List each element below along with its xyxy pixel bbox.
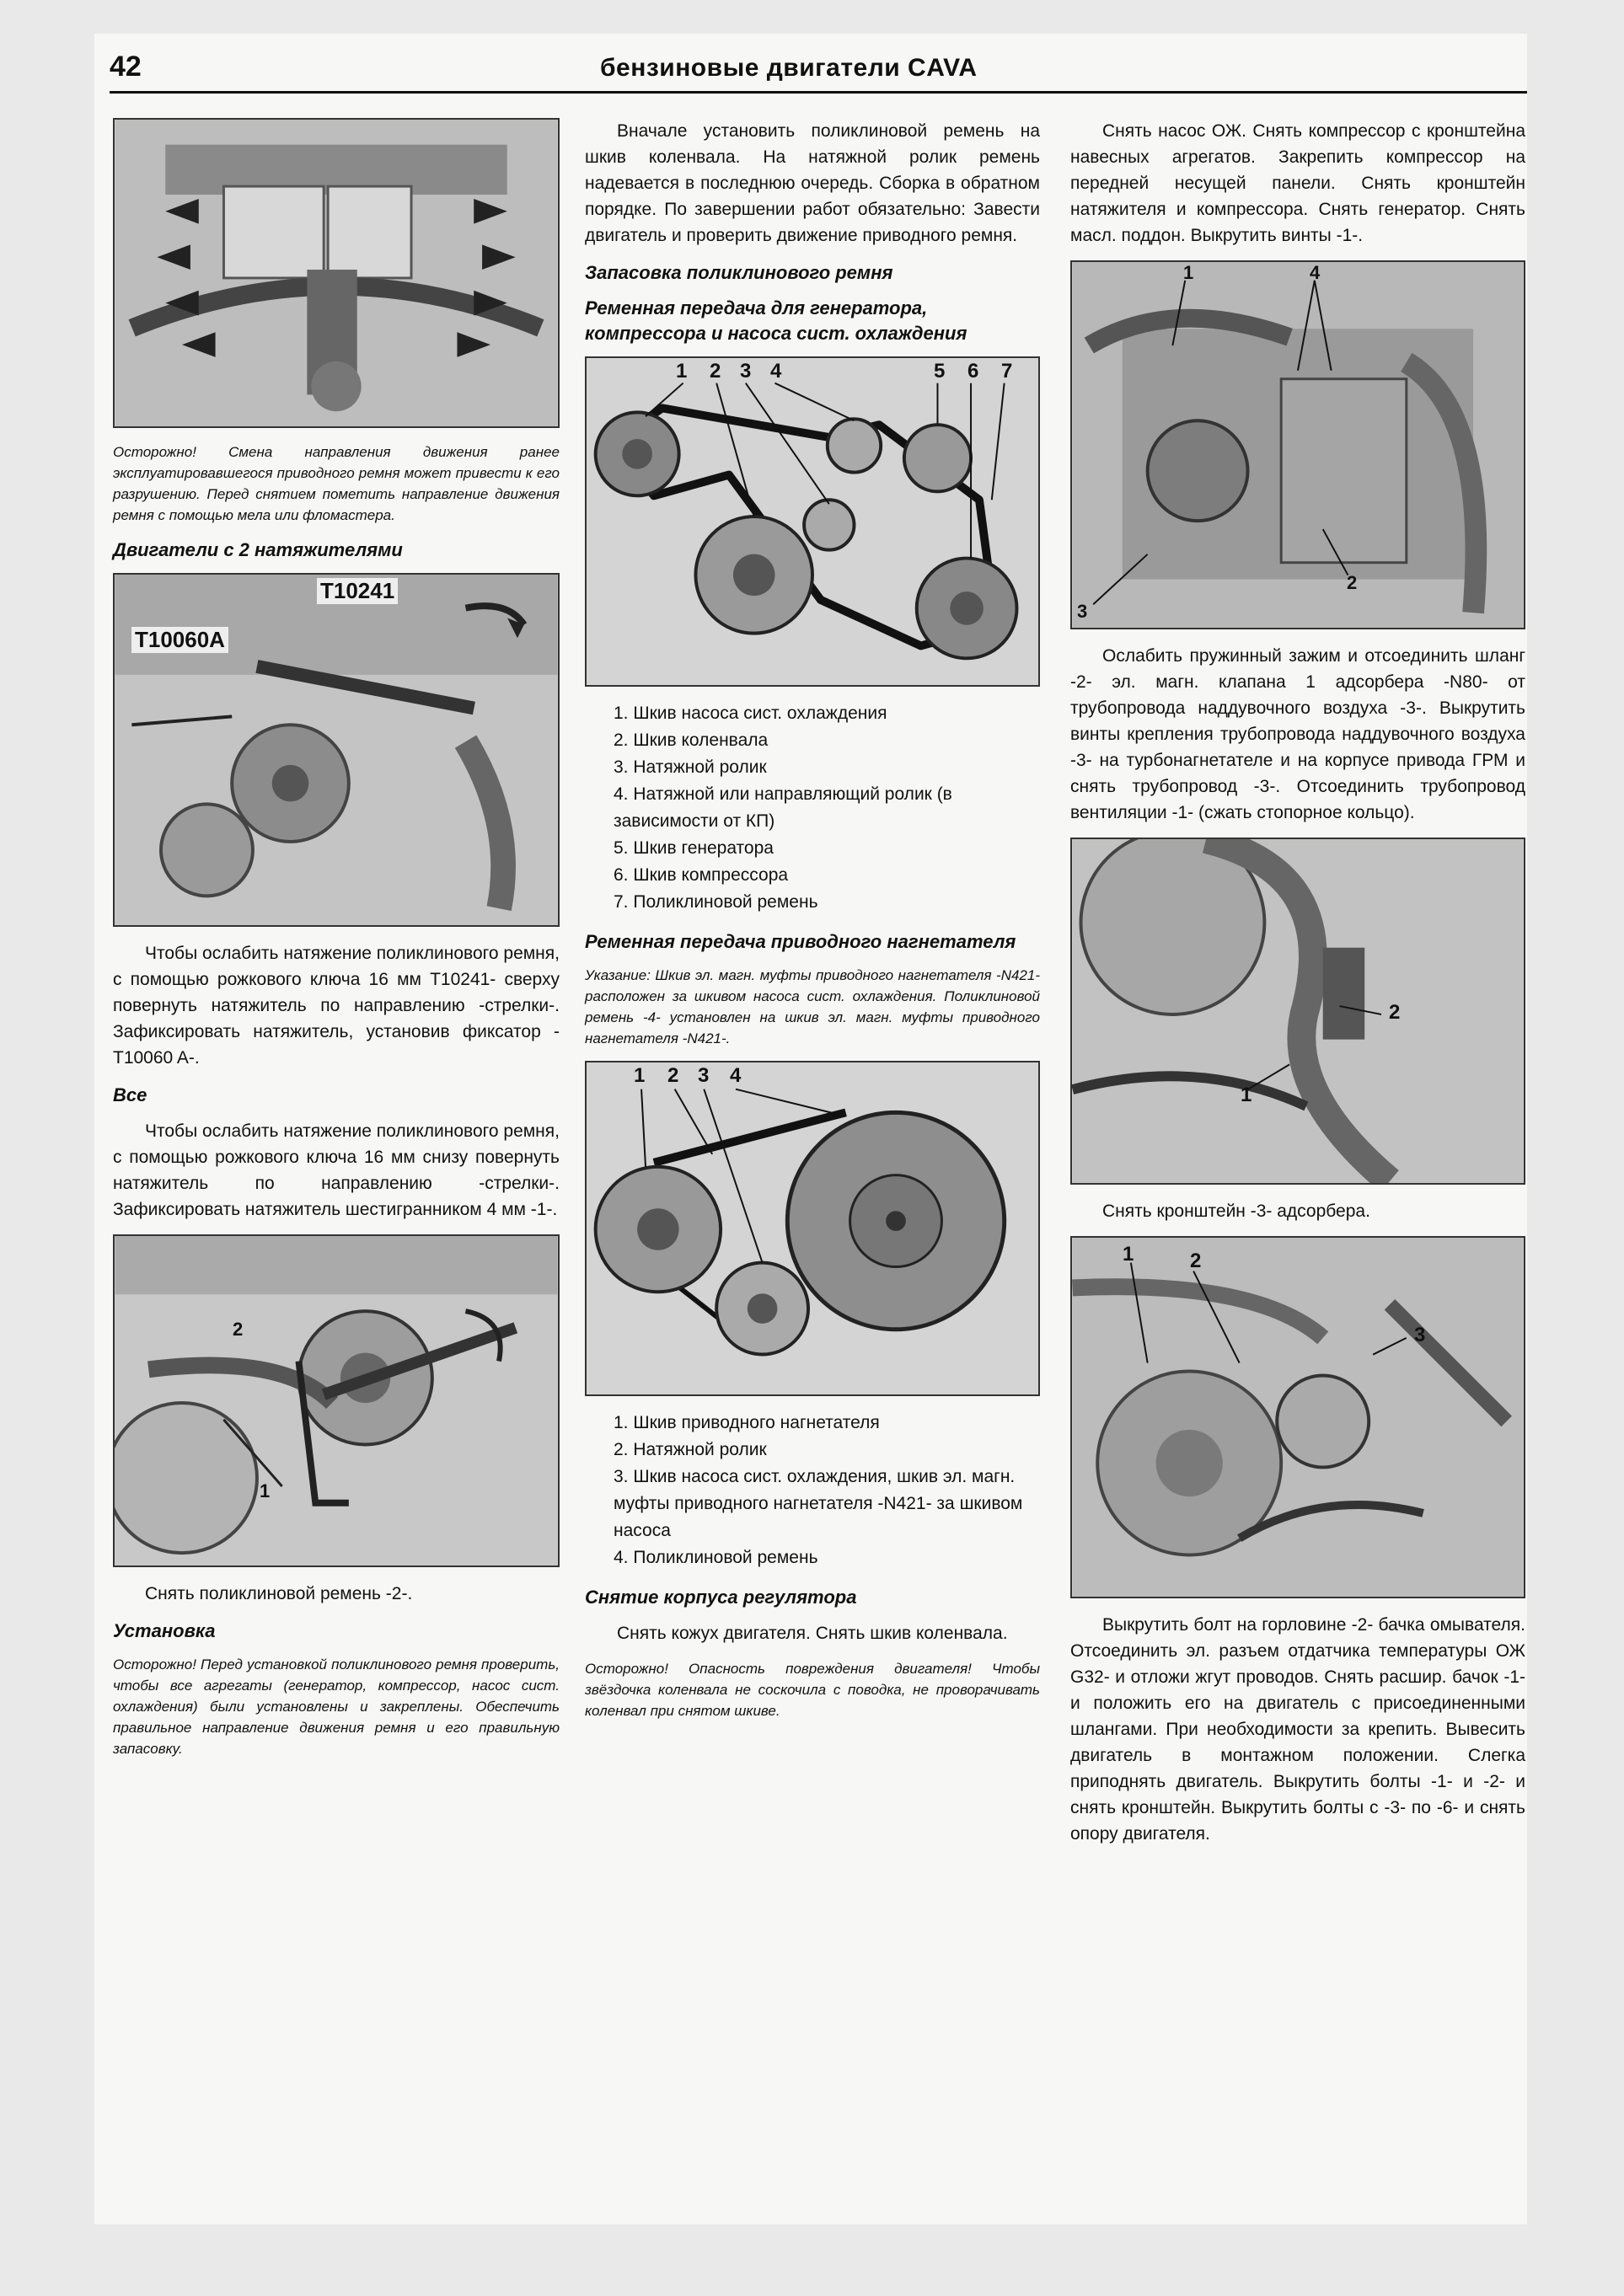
diag1-label-4: 4 (770, 360, 782, 383)
heading-install: Установка (113, 1620, 216, 1641)
tool-label-t10060a: T10060A (131, 627, 228, 653)
para-washer-tank: Выкрутить болт на горловине -2- бачка ом… (1070, 1615, 1525, 1844)
belt-drive-2-diagram (587, 1062, 1038, 1394)
callout-2: 2 (233, 1319, 244, 1340)
diag1-label-1: 1 (676, 360, 688, 383)
legend-drive-1-item: 2. Шкив коленвала (614, 731, 769, 750)
hex-key-photo-image (115, 1236, 558, 1565)
figure-engine-top-photo: 1 4 3 2 (1070, 260, 1525, 629)
legend-drive-2-item: 4. Поликлиновой ремень (614, 1548, 818, 1567)
adsorber-photo-image (1072, 839, 1524, 1183)
legend-drive-1-item: 5. Шкив генератора (614, 838, 774, 858)
callout-1: 1 (1183, 262, 1194, 283)
legend-drive-2-item: 2. Натяжной ролик (614, 1440, 767, 1459)
para-all: Чтобы ослабить натяжение поликлинового р… (113, 1121, 560, 1219)
heading-belt-routing: Запасовка поликлинового ремня (585, 262, 893, 283)
legend-drive-1-item: 1. Шкив насоса сист. охлаждения (614, 704, 887, 723)
tensioner-tool-photo-image (115, 575, 558, 925)
manual-page: 42 бензиновые двигатели CAVA (94, 34, 1527, 2224)
diag1-label-7: 7 (1001, 360, 1013, 383)
figure-adsorber-photo: 2 1 (1070, 838, 1525, 1185)
legend-drive-2: 1. Шкив приводного нагнетателя 2. Натяжн… (585, 1410, 1040, 1571)
callout-2: 2 (1389, 1001, 1401, 1024)
callout-2: 2 (1347, 572, 1358, 593)
heading-two-tensioners: Двигатели с 2 натяжителями (113, 539, 403, 560)
washer-tank-photo-image (1072, 1238, 1524, 1597)
heading-all: Все (113, 1084, 147, 1105)
para-hose-disconnect: Ослабить пружинный зажим и отсоединить ш… (1070, 646, 1525, 822)
heading-drive-supercharger: Ременная передача приводного нагнетателя (585, 931, 1016, 952)
diag2-label-3: 3 (698, 1064, 710, 1087)
callout-3: 3 (1077, 601, 1088, 622)
figure-underbody-photo (113, 118, 560, 428)
caution-belt-direction: Осторожно! Смена направления движения ра… (113, 444, 560, 523)
legend-drive-2-item: 3. Шкив насоса сист. охлаждения, шкив эл… (614, 1467, 1023, 1540)
diag1-label-6: 6 (967, 360, 979, 383)
caution-install: Осторожно! Перед установкой поликлиновог… (113, 1656, 560, 1757)
legend-drive-1-item: 7. Поликлиновой ремень (614, 892, 818, 912)
arrow-icons (157, 198, 516, 357)
caution-regulator: Осторожно! Опасность повреждения двигате… (585, 1661, 1040, 1719)
engine-top-photo-image (1072, 262, 1524, 628)
legend-drive-1-item: 3. Натяжной ролик (614, 757, 767, 777)
legend-drive-1-item: 4. Натяжной или направляющий ролик (в за… (614, 784, 952, 831)
legend-drive-1: 1. Шкив насоса сист. охлаждения 2. Шкив … (585, 700, 1040, 916)
column-middle: Вначале установить поликлиновой ремень н… (585, 118, 1040, 1733)
para-remove-belt: Снять поликлиновой ремень -2-. (145, 1584, 413, 1603)
diag2-label-1: 1 (634, 1064, 646, 1087)
callout-1: 1 (260, 1480, 271, 1501)
callout-1: 1 (1241, 1084, 1252, 1106)
diag2-label-4: 4 (730, 1064, 742, 1087)
page-header-title: бензиновые двигатели CAVA (600, 54, 978, 82)
legend-drive-1-item: 6. Шкив компрессора (614, 865, 789, 885)
page-number: 42 (110, 51, 142, 83)
para-intro: Вначале установить поликлиновой ремень н… (585, 121, 1040, 245)
underbody-photo-image (115, 120, 558, 426)
note-drive-supercharger: Указание: Шкив эл. магн. муфты приводног… (585, 967, 1040, 1046)
heading-drive-generator: Ременная передача для генератора, компре… (585, 297, 967, 344)
diagram-belt-drive-1: 1 2 3 4 5 6 7 (585, 356, 1040, 687)
diag1-label-5: 5 (934, 360, 946, 383)
header-rule (110, 91, 1527, 94)
legend-drive-2-item: 1. Шкив приводного нагнетателя (614, 1413, 880, 1432)
belt-drive-1-diagram (587, 358, 1038, 685)
heading-regulator-housing: Снятие корпуса регулятора (585, 1587, 857, 1608)
diag1-label-2: 2 (710, 360, 721, 383)
diag1-label-3: 3 (740, 360, 752, 383)
tool-label-t10241: T10241 (317, 578, 399, 604)
column-left: Осторожно! Смена направления движения ра… (113, 118, 560, 1771)
column-right: Снять насос ОЖ. Снять компрессор с кронш… (1070, 118, 1525, 1859)
callout-1: 1 (1123, 1243, 1134, 1266)
para-two-tensioners: Чтобы ослабить натяжение поликлинового р… (113, 944, 560, 1068)
figure-washer-tank-photo: 1 2 3 (1070, 1236, 1525, 1598)
callout-3: 3 (1414, 1324, 1426, 1346)
figure-tensioner-tool-photo: T10241 T10060A (113, 573, 560, 927)
callout-2: 2 (1190, 1250, 1202, 1272)
para-remove-pump: Снять насос ОЖ. Снять компрессор с кронш… (1070, 121, 1525, 245)
callout-4: 4 (1310, 262, 1321, 283)
diagram-belt-drive-2: 1 2 3 4 (585, 1061, 1040, 1396)
para-regulator: Снять кожух двигателя. Снять шкив коленв… (617, 1624, 1008, 1643)
diag2-label-2: 2 (667, 1064, 679, 1087)
para-adsorber-bracket: Снять кронштейн -3- адсорбера. (1102, 1202, 1370, 1221)
figure-hex-key-photo: 2 1 (113, 1234, 560, 1567)
